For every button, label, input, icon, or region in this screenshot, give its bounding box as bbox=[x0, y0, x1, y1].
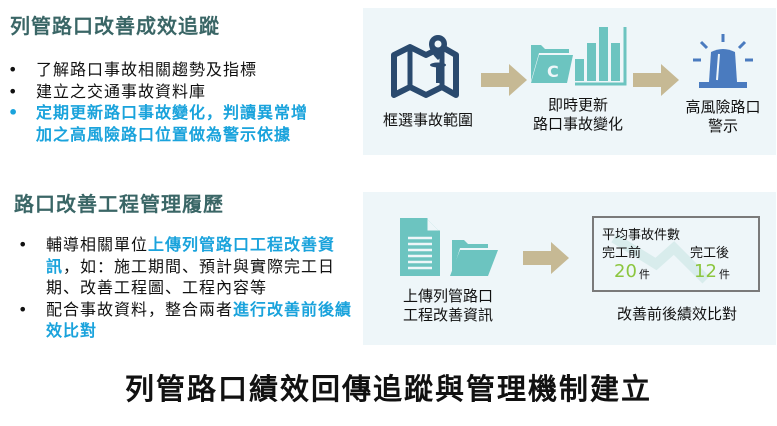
before-unit: 件 bbox=[639, 268, 650, 281]
bullet-text: 輔導相關單位 bbox=[46, 235, 149, 254]
folder-chart-icon: C bbox=[531, 27, 627, 86]
flow-step-label: 即時更新路口事故變化 bbox=[513, 96, 643, 134]
bullet-text: ，如：施工期間、預計與實際完 bbox=[63, 256, 302, 276]
section1-title: 列管路口改善成效追蹤 bbox=[10, 14, 220, 38]
arrow-right-icon bbox=[523, 242, 569, 274]
after-label: 完工後 bbox=[690, 246, 730, 261]
bullet-highlight: 進行改善前 bbox=[233, 299, 319, 319]
label-line: 即時更新 bbox=[547, 96, 608, 114]
bullet-text: 配合事故資料，整合兩者 bbox=[46, 299, 234, 319]
page-footer-title: 列管路口績效回傳追蹤與管理機制建立 bbox=[124, 372, 652, 406]
trend-down-icon bbox=[611, 233, 710, 284]
after-unit: 件 bbox=[719, 268, 730, 281]
section2-bullets: •輔導相關單位上傳列管路口工程改善資訊，如：施工期間、預計與實際完工日期、改善工… bbox=[10, 234, 360, 342]
after-value: 12 bbox=[694, 261, 717, 282]
label-line: 工程改善資訊 bbox=[402, 306, 493, 324]
comparison-box: 平均事故件數 完工前 完工後 20 件 12 件 bbox=[592, 216, 760, 292]
bullet-highlight: 資訊 bbox=[46, 235, 336, 276]
bullet-highlight: 上傳列管路口工程改善 bbox=[148, 235, 319, 254]
list-item: •定期更新路口事故變化，判讀異常增加之高風險路口位置做為警示依據 bbox=[8, 103, 309, 144]
label-line: 上傳列管路口 bbox=[402, 287, 493, 305]
flow-step-label: 高風險路口警示 bbox=[658, 98, 777, 136]
before-value: 20 bbox=[614, 261, 637, 282]
label-line: 警示 bbox=[707, 117, 738, 135]
bullet-text: 建立之交通事故資料庫 bbox=[36, 81, 207, 101]
bullet-text: 定期更新路口事故變化，判讀異常增 bbox=[36, 103, 309, 122]
flow-panel-management: 上傳列管路口工程改善資訊 平均事故件數 完工前 完工後 20 件 12 件 改善… bbox=[363, 192, 776, 345]
arrow-right-icon bbox=[633, 64, 679, 96]
siren-icon bbox=[693, 34, 753, 88]
section2-title: 路口改善工程管理履歷 bbox=[14, 192, 224, 216]
list-item: •了解路口事故相關趨勢及指標 bbox=[8, 60, 258, 79]
comparison-title: 平均事故件數 bbox=[602, 228, 681, 243]
map-pin-icon bbox=[391, 35, 459, 98]
section1-bullets: •了解路口事故相關趨勢及指標 •建立之交通事故資料庫 •定期更新路口事故變化，判… bbox=[0, 59, 360, 145]
flow-panel-tracking: 框選事故範圍 C 即時更新路口事故變化 高風險路口警示 bbox=[363, 8, 776, 155]
bullet-highlight: 後績效比對 bbox=[46, 299, 353, 341]
list-item: •建立之交通事故資料庫 bbox=[8, 81, 207, 101]
arrow-right-icon bbox=[481, 64, 527, 96]
bullet-text: 了解路口事故相關趨勢及指標 bbox=[36, 60, 258, 79]
before-label: 完工前 bbox=[602, 246, 642, 261]
list-item: •配合事故資料，整合兩者進行改善前後績效比對 bbox=[18, 299, 353, 341]
document-folder-icon bbox=[400, 218, 498, 276]
flow-step-label: 框選事故範圍 bbox=[382, 111, 473, 129]
bullet-text: 加之高風險路口位置做為警示依據 bbox=[36, 124, 292, 144]
label-line: 高風險路口 bbox=[685, 98, 761, 116]
flow-step-label: 上傳列管路口工程改善資訊 bbox=[383, 287, 513, 325]
list-item: •輔導相關單位上傳列管路口工程改善資訊，如：施工期間、預計與實際完工日期、改善工… bbox=[18, 235, 336, 298]
bullet-text: 工日期、改善工程圖、工程內容等 bbox=[46, 256, 336, 298]
label-line: 路口事故變化 bbox=[532, 115, 623, 133]
svg-text:C: C bbox=[547, 62, 559, 81]
flow-step-label: 改善前後績效比對 bbox=[616, 305, 737, 323]
